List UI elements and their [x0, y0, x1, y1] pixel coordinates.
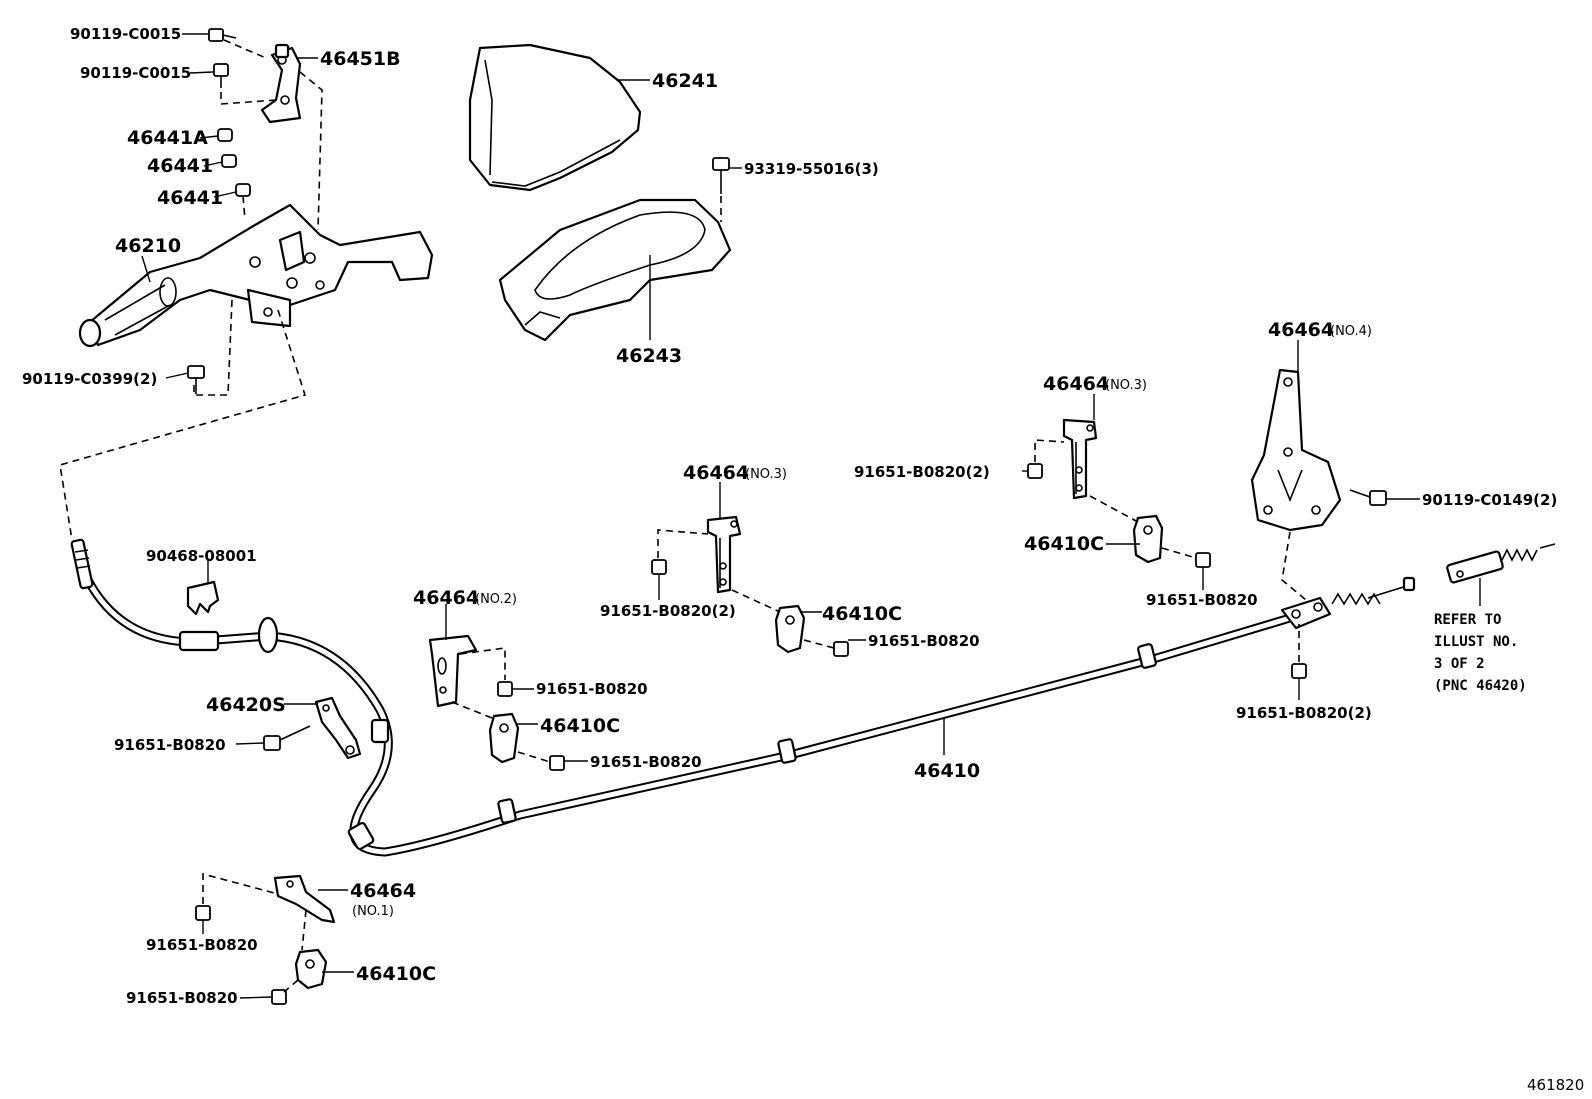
bolt-90119-c0149	[1349, 489, 1387, 506]
assembly-line-lever	[59, 39, 323, 541]
nut-46441-b	[235, 183, 251, 197]
label-46243: 46243	[616, 345, 682, 367]
bolt-91651-b0820-no2b	[549, 755, 565, 771]
assembly-line-no3-mid	[657, 529, 835, 649]
label-46464-no3-right-sub: (NO.3)	[1105, 378, 1147, 393]
nut-46441a	[217, 128, 233, 142]
bracket-46464-no3-mid	[706, 515, 742, 594]
bracket-46464-no2	[428, 634, 478, 708]
label-91651-b0820-right: 91651-B0820	[1146, 591, 1258, 609]
label-91651-b0820-no2b: 91651-B0820	[590, 753, 702, 771]
label-90119-c0399: 90119-C0399(2)	[22, 370, 157, 388]
label-91651-b0820-2-right: 91651-B0820(2)	[854, 463, 990, 481]
label-46464-no3-mid-sub: (NO.3)	[745, 467, 787, 482]
label-46451b: 46451B	[320, 48, 401, 70]
refer-note-line-1: REFER TO	[1434, 612, 1501, 628]
bolt-91651-b0820-no1	[195, 905, 211, 921]
label-46441-b: 46441	[157, 187, 223, 209]
label-91651-b0820-2-mid: 91651-B0820(2)	[600, 602, 736, 620]
bolt-90119-c0399	[187, 365, 205, 394]
refer-note-line-3: 3 OF 2	[1434, 656, 1485, 672]
clamp-46410c-right	[1132, 514, 1164, 564]
label-46241: 46241	[652, 70, 718, 92]
bracket-46464-no4	[1250, 368, 1342, 532]
label-91651-b0820-no2: 91651-B0820	[536, 680, 648, 698]
console-cover-46241	[468, 43, 642, 192]
clip-90468-08001	[186, 580, 220, 616]
boot-46243	[498, 198, 732, 342]
label-90119-c0015-b: 90119-C0015	[80, 64, 191, 82]
label-90468-08001: 90468-08001	[146, 547, 257, 565]
label-46410c-right: 46410C	[1024, 533, 1104, 555]
label-46464-no3-right: 46464	[1043, 373, 1109, 395]
assembly-line-no2	[451, 647, 551, 763]
parking-brake-lever-46210	[78, 203, 434, 348]
clamp-46410c-no1	[294, 948, 328, 990]
bolt-91651-b0820-2-mid	[651, 559, 667, 575]
label-46441a: 46441A	[127, 127, 208, 149]
label-46464-no2: 46464	[413, 587, 479, 609]
bolt-91651-b0820-2-right	[1027, 463, 1043, 479]
label-90119-c0149: 90119-C0149(2)	[1422, 491, 1557, 509]
label-46464-no1-sub: (NO.1)	[352, 904, 394, 919]
bolt-91651-b0820-mid	[833, 641, 849, 657]
label-46441-a: 46441	[147, 155, 213, 177]
bracket-46420s	[314, 696, 362, 760]
cable-end-reference	[1446, 543, 1556, 584]
bolt-91651-b0820-no2	[497, 681, 513, 697]
label-90119-c0015-a: 90119-C0015	[70, 25, 181, 43]
refer-note-line-2: ILLUST NO.	[1434, 634, 1518, 650]
label-46464-no2-sub: (NO.2)	[475, 592, 517, 607]
nut-46441-a	[221, 154, 237, 168]
label-91651-b0820-no1: 91651-B0820	[146, 936, 258, 954]
label-93319-55016: 93319-55016(3)	[744, 160, 879, 178]
label-46464-no4-sub: (NO.4)	[1330, 324, 1372, 339]
leader-lines	[141, 33, 1481, 999]
label-46410c-no1: 46410C	[356, 963, 436, 985]
refer-note-line-4: (PNC 46420)	[1434, 678, 1527, 694]
figure-id: 461820	[1527, 1076, 1584, 1094]
bolt-91651-b0820-2-end	[1291, 663, 1307, 679]
label-46410: 46410	[914, 760, 980, 782]
label-46410c-no2: 46410C	[540, 715, 620, 737]
label-46420s: 46420S	[206, 694, 286, 716]
bolt-91651-b0820-no1b	[271, 989, 287, 1005]
clamp-46410c-mid	[774, 604, 806, 654]
label-91651-b0820-no1b: 91651-B0820	[126, 989, 238, 1007]
bolt-91651-b0820-right	[1195, 552, 1211, 568]
label-46464-no4: 46464	[1268, 319, 1334, 341]
bolt-90119-c0015-a	[208, 28, 237, 42]
label-91651-b0820-2-end: 91651-B0820(2)	[1236, 704, 1372, 722]
assembly-line-no1	[202, 872, 307, 993]
bracket-46464-no3-right	[1062, 418, 1098, 500]
label-91651-b0820-46420s: 91651-B0820	[114, 736, 226, 754]
label-46464-no3-mid: 46464	[683, 462, 749, 484]
label-91651-b0820-mid: 91651-B0820	[868, 632, 980, 650]
assembly-line-no4	[1281, 531, 1307, 601]
parking-brake-cable-46410	[70, 538, 1416, 857]
clamp-46410c-no2	[488, 712, 520, 764]
bolt-91651-b0820-46420s	[263, 725, 311, 751]
bolt-90119-c0015-b	[213, 63, 229, 88]
bracket-46464-no1	[273, 874, 336, 924]
assembly-line-no3-right	[1034, 439, 1197, 559]
label-46210: 46210	[115, 235, 181, 257]
label-46464-no1: 46464	[350, 880, 416, 902]
label-46410c-mid: 46410C	[822, 603, 902, 625]
bracket-46451b	[260, 43, 302, 124]
screw-93319-55016	[712, 157, 730, 194]
